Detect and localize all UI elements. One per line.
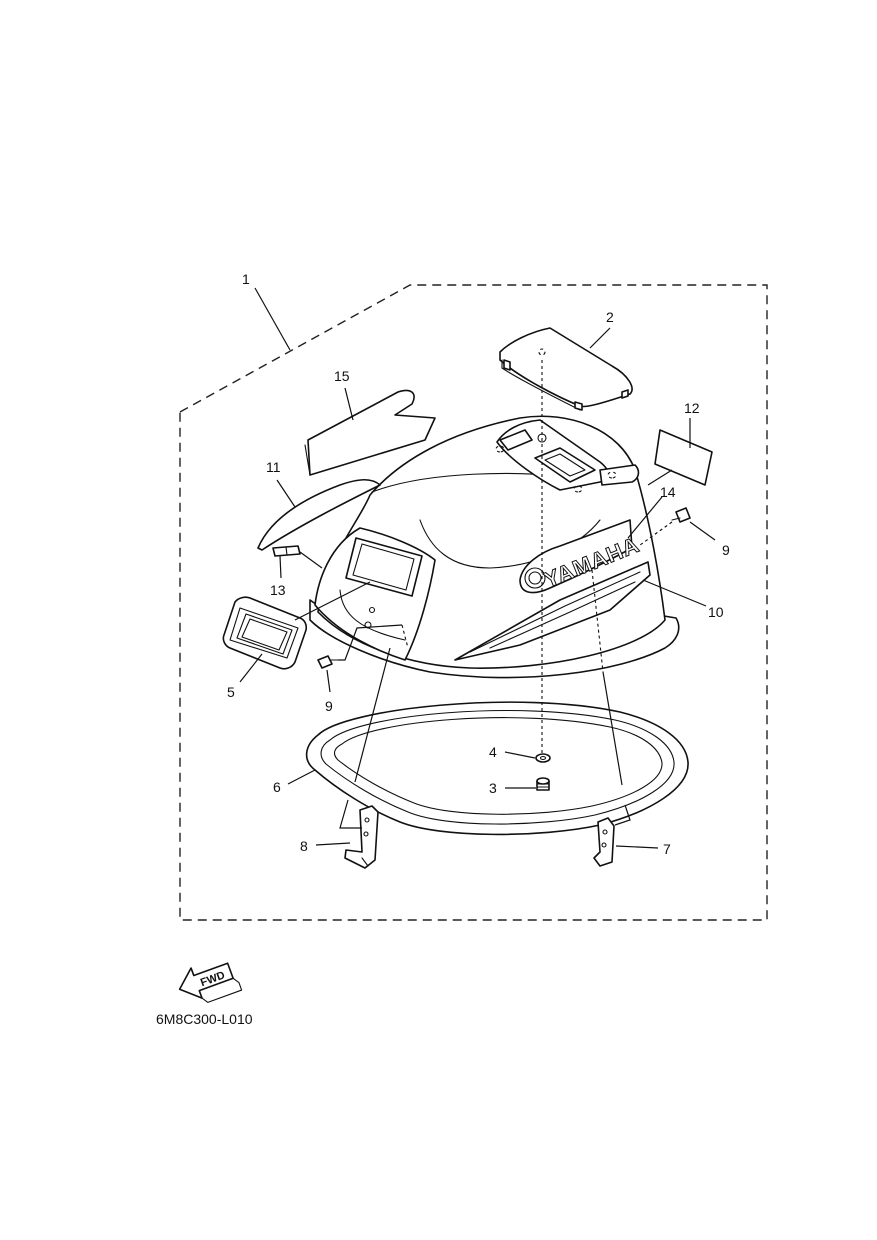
callout-9-right: 9 bbox=[722, 542, 730, 558]
side-stripe-decal bbox=[454, 561, 651, 661]
callout-12: 12 bbox=[684, 400, 700, 416]
diagram-code: 6M8C300-L010 bbox=[156, 1011, 253, 1027]
callout-9-left: 9 bbox=[325, 698, 333, 714]
leader-15 bbox=[344, 387, 354, 421]
screw-right bbox=[671, 507, 691, 523]
callout-8: 8 bbox=[300, 838, 308, 854]
bolt bbox=[536, 777, 550, 791]
leader-5b bbox=[294, 581, 371, 621]
leader-5 bbox=[239, 653, 263, 683]
guide-dash-left bbox=[401, 624, 409, 649]
callout-2: 2 bbox=[606, 309, 614, 325]
upper-stripe-decal bbox=[304, 389, 436, 476]
callout-5: 5 bbox=[227, 684, 235, 700]
bracket-8-guide bbox=[339, 799, 362, 829]
leader-6 bbox=[287, 769, 316, 785]
washer bbox=[535, 753, 551, 763]
right-bracket bbox=[593, 817, 615, 867]
screw-left bbox=[317, 655, 339, 669]
leader-2 bbox=[589, 327, 611, 349]
callout-6: 6 bbox=[273, 779, 281, 795]
leader-12b bbox=[647, 469, 673, 486]
intake-grommet bbox=[222, 596, 308, 670]
callout-1: 1 bbox=[242, 271, 250, 287]
leader-11 bbox=[276, 479, 296, 508]
leader-4 bbox=[504, 751, 536, 759]
leader-13b bbox=[299, 551, 323, 569]
leader-1 bbox=[254, 287, 291, 351]
assembly-frame bbox=[179, 284, 768, 921]
leader-9-left bbox=[326, 669, 331, 693]
callout-3: 3 bbox=[489, 780, 497, 796]
callout-11: 11 bbox=[266, 459, 281, 475]
callout-4: 4 bbox=[489, 744, 497, 760]
caution-label bbox=[654, 429, 713, 486]
rear-handle-block bbox=[495, 419, 640, 493]
guide-line-right bbox=[602, 671, 623, 786]
callout-14: 14 bbox=[660, 484, 676, 500]
leader-7 bbox=[615, 845, 659, 849]
handle-cover bbox=[499, 327, 633, 411]
callout-13: 13 bbox=[270, 582, 286, 598]
guide-dash-right bbox=[591, 569, 604, 673]
guide-line-left bbox=[354, 647, 391, 783]
leader-9-left-dash bbox=[338, 624, 403, 661]
bottom-seal-ring bbox=[305, 701, 689, 836]
left-bracket bbox=[344, 805, 379, 869]
leader-9-right-dash bbox=[639, 521, 673, 546]
callout-10: 10 bbox=[708, 604, 724, 620]
small-label bbox=[272, 545, 301, 557]
leader-13 bbox=[279, 555, 282, 579]
leader-10 bbox=[642, 579, 707, 607]
bracket-7-guide bbox=[614, 804, 631, 826]
forward-arrow-icon: FWD bbox=[178, 962, 243, 1003]
leader-14 bbox=[627, 496, 663, 539]
long-stripe-decal bbox=[257, 478, 381, 551]
leader-8 bbox=[315, 842, 351, 846]
leader-9-right bbox=[689, 521, 716, 541]
callout-15: 15 bbox=[334, 368, 350, 384]
callout-7: 7 bbox=[663, 841, 671, 857]
